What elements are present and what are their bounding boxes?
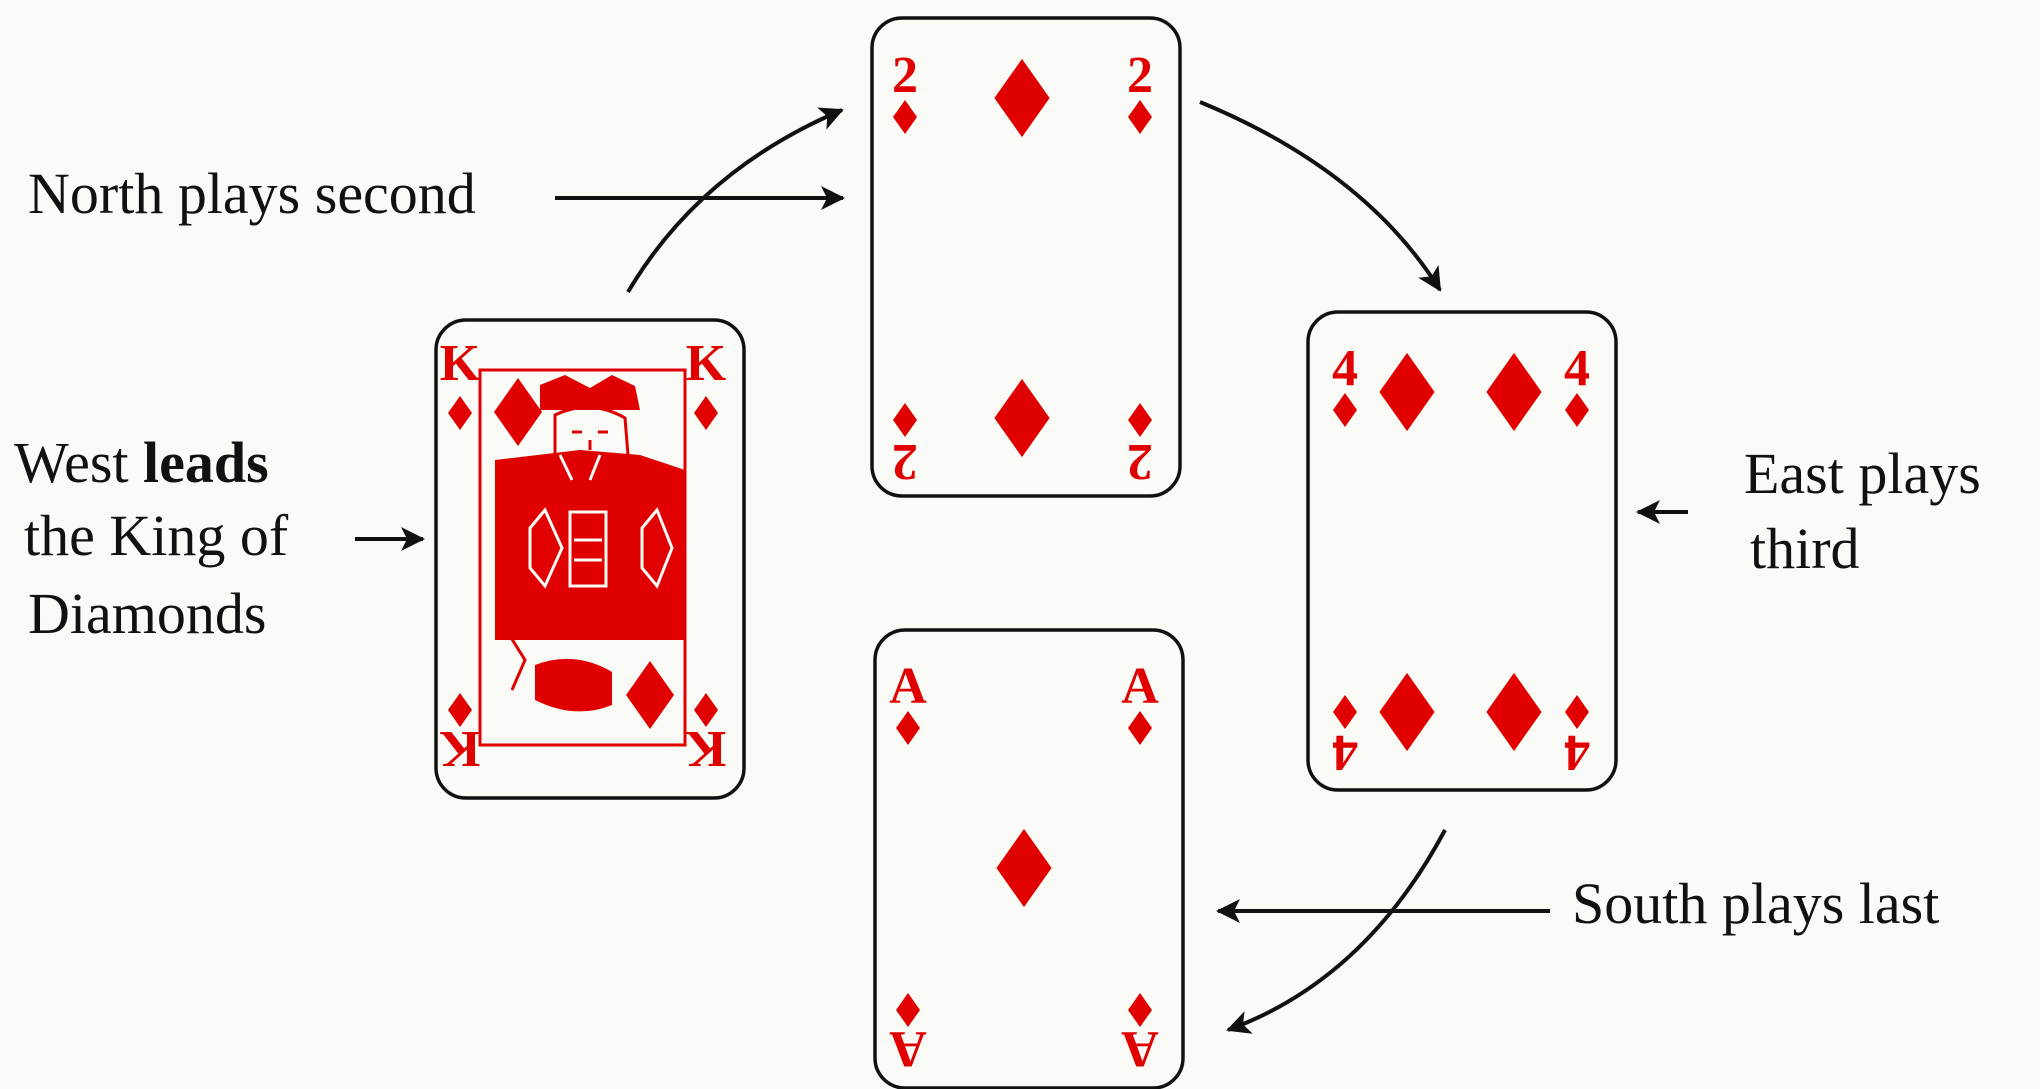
rank-label: 2 <box>1127 433 1153 490</box>
play-order-arrow-north-to-east <box>1200 102 1440 290</box>
card-east-four-of-diamonds: 4 4 4 4 <box>1308 312 1616 790</box>
rank-label: 2 <box>1127 47 1153 104</box>
rank-label: A <box>1121 658 1159 715</box>
rank-label: K <box>440 335 481 392</box>
rank-label: K <box>685 720 726 777</box>
rank-label: 4 <box>1564 724 1590 781</box>
play-order-arrow-west-to-north <box>628 110 842 292</box>
east-label: East plays third <box>1744 441 1995 581</box>
play-order-arrow-east-to-south <box>1228 830 1445 1030</box>
rank-label: A <box>1121 1020 1159 1077</box>
rank-label: 2 <box>892 433 918 490</box>
west-label: West leads the King of Diamonds <box>14 430 303 646</box>
rank-label: A <box>889 658 927 715</box>
north-label: North plays second <box>28 161 476 226</box>
rank-label: 4 <box>1564 340 1590 397</box>
rank-label: K <box>439 720 480 777</box>
card-north-two-of-diamonds: 2 2 2 2 <box>872 18 1180 496</box>
rank-label: A <box>889 1020 927 1077</box>
rank-label: 4 <box>1332 340 1358 397</box>
card-west-king-of-diamonds: K K K K <box>436 320 744 798</box>
rank-label: 4 <box>1332 724 1358 781</box>
card-south-ace-of-diamonds: A A A A <box>875 630 1183 1088</box>
rank-label: K <box>686 335 727 392</box>
south-label: South plays last <box>1572 871 1939 936</box>
rank-label: 2 <box>892 47 918 104</box>
